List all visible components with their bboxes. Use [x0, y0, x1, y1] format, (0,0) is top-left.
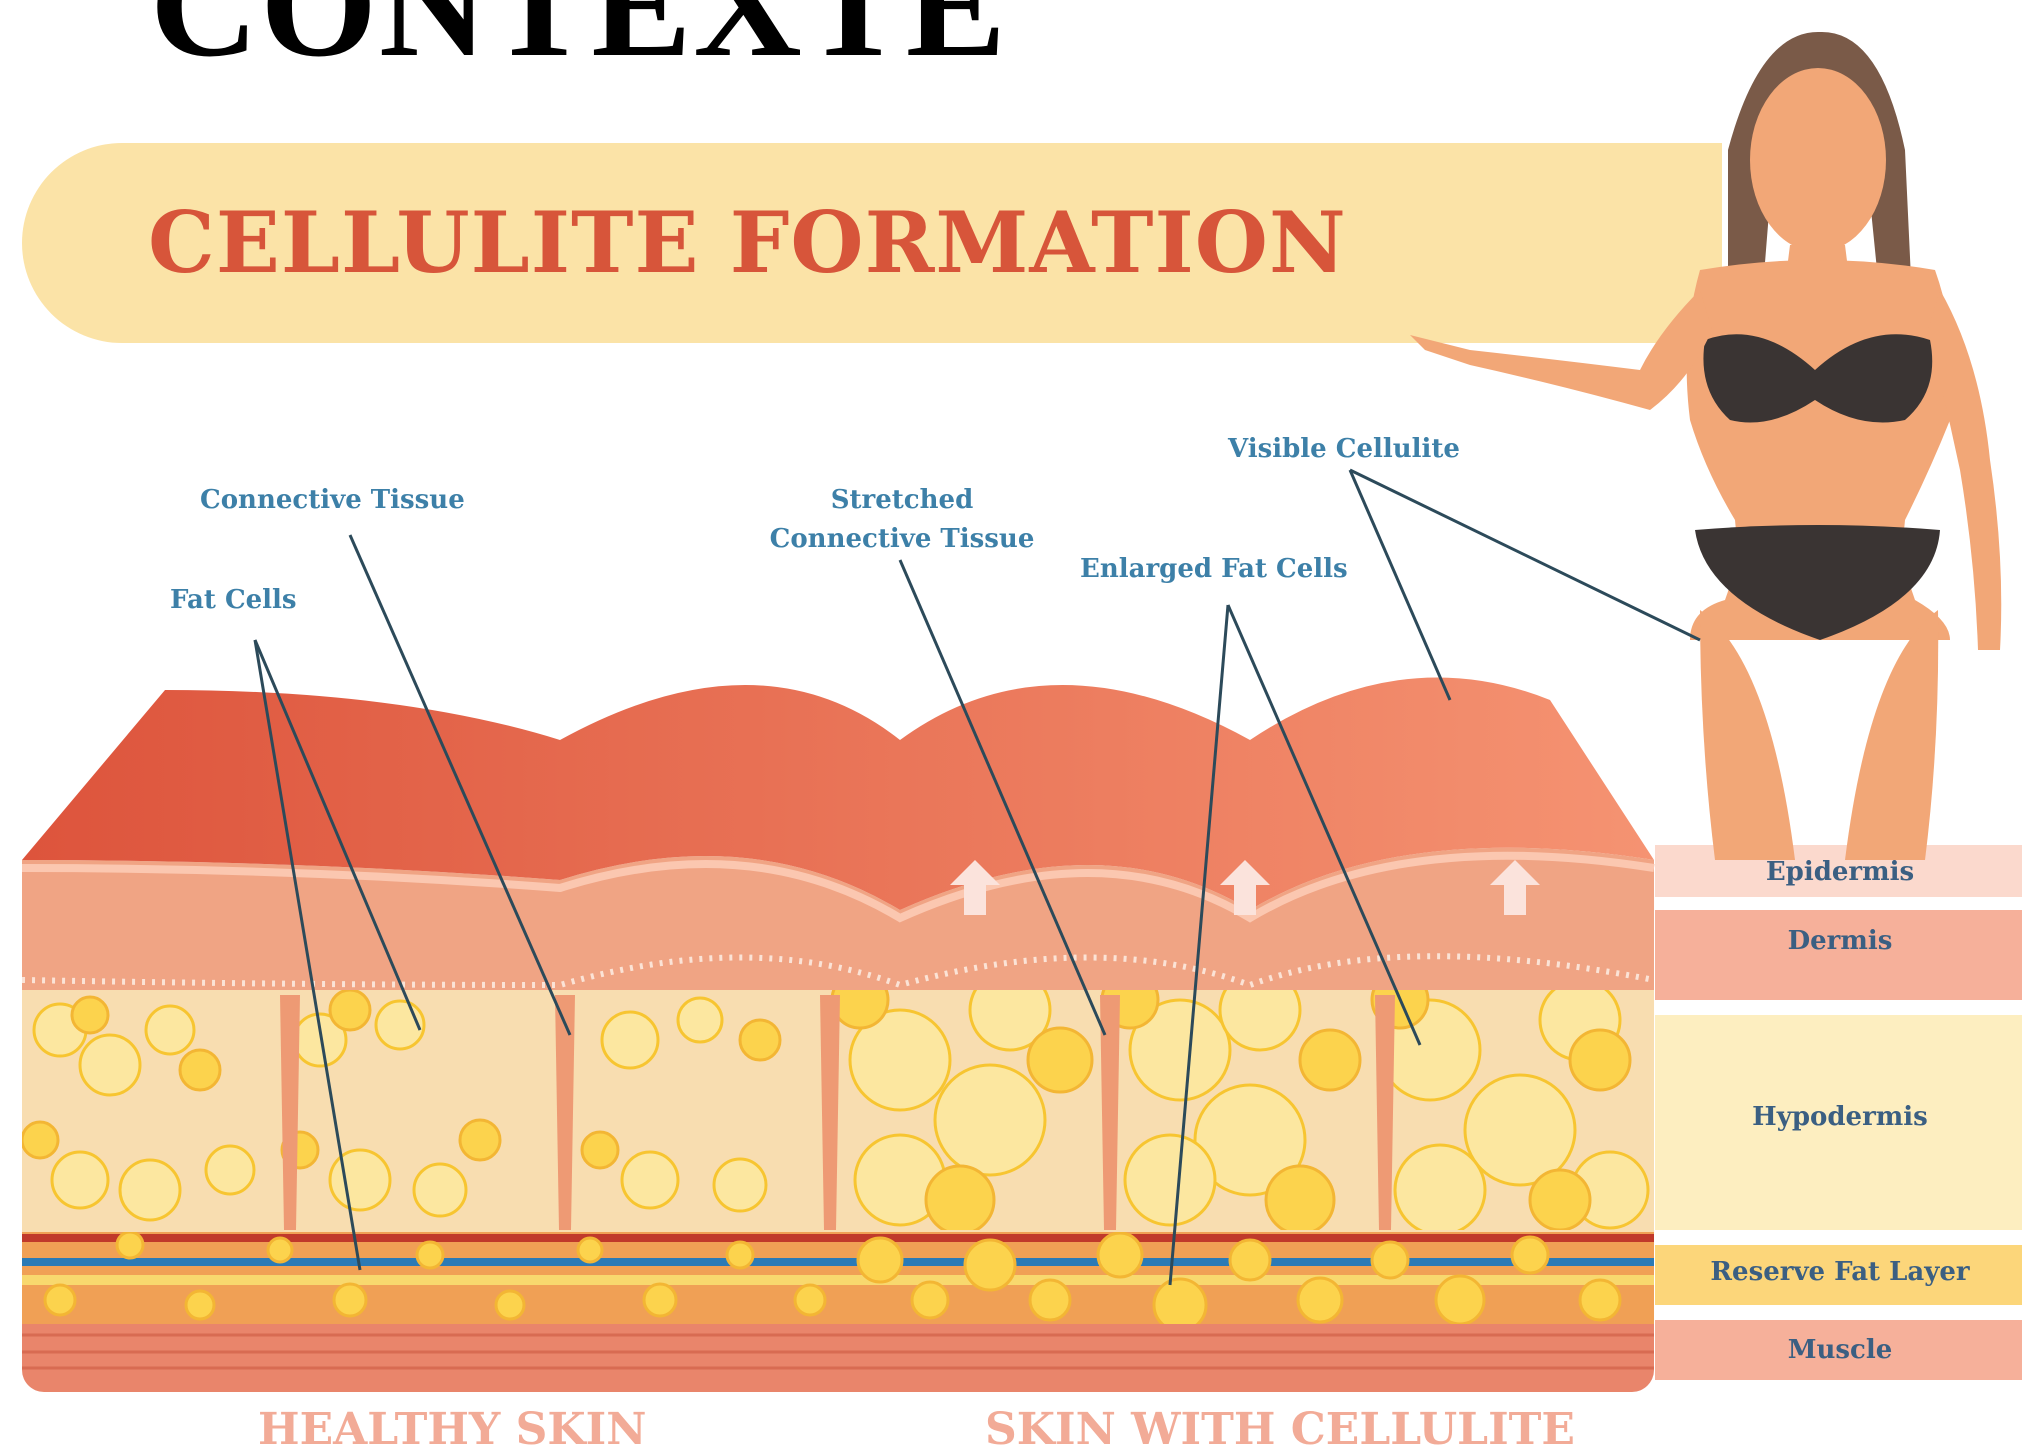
layer-label-hypodermis: Hypodermis: [1655, 1102, 2022, 1132]
callout-fat-cells: Fat Cells: [170, 581, 297, 619]
section-label-healthy: HEALTHY SKIN: [258, 1405, 646, 1455]
layer-label-dermis: Dermis: [1655, 926, 2022, 956]
section-label-cellulite: SKIN WITH CELLULITE: [985, 1405, 1575, 1455]
callout-stretched-line2: Connective Tissue: [770, 520, 1035, 558]
callout-stretched-line1: Stretched: [831, 481, 974, 519]
layer-label-muscle: Muscle: [1655, 1335, 2022, 1365]
layer-label-epidermis: Epidermis: [1655, 857, 2022, 887]
callout-connective-tissue: Connective Tissue: [200, 481, 465, 519]
layer-label-reserve-fat: Reserve Fat Layer: [1655, 1257, 2022, 1287]
callout-visible-cellulite: Visible Cellulite: [1228, 430, 1460, 468]
skin-cross-section: [22, 678, 1654, 1393]
callout-enlarged-fat-cells: Enlarged Fat Cells: [1080, 550, 1348, 588]
